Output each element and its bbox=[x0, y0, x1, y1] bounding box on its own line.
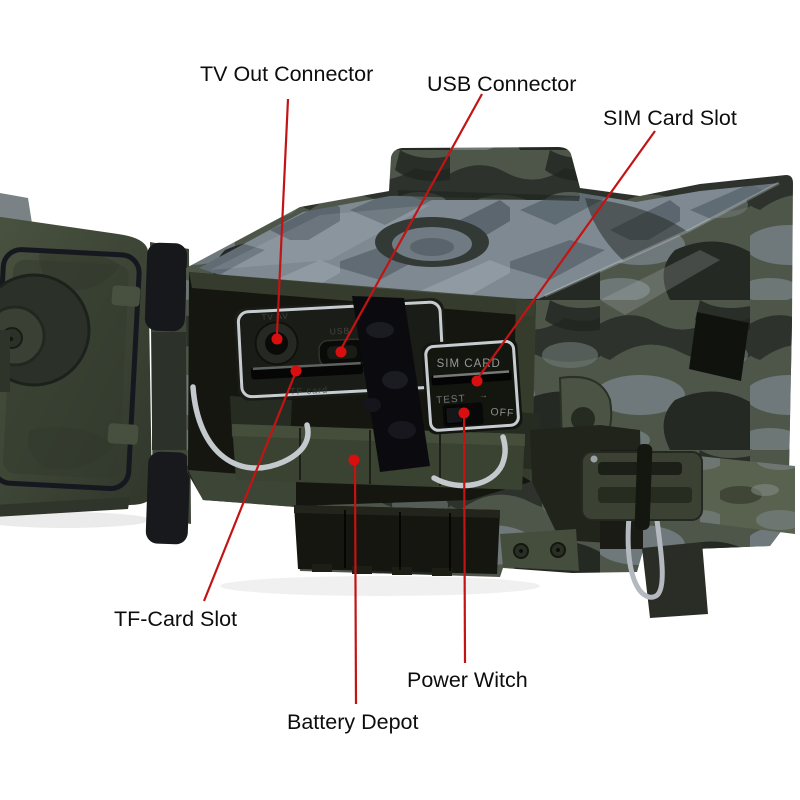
buckle-screw bbox=[590, 455, 598, 463]
door-gasket-seal bbox=[0, 247, 142, 492]
usb-port-marking: USB bbox=[330, 325, 351, 336]
callout-line-battery bbox=[353, 463, 358, 705]
door-latch-tab-bottom bbox=[107, 423, 139, 445]
switch-arrow-marking: → bbox=[478, 390, 489, 401]
strap-assembly bbox=[581, 443, 795, 618]
battery-holder-tooth bbox=[352, 566, 372, 574]
right-face-streak bbox=[600, 250, 720, 315]
velcro-texture bbox=[382, 371, 408, 389]
label-usb-connector: USB Connector bbox=[427, 72, 576, 96]
sim-card-slot-edge bbox=[433, 370, 510, 379]
strap-wire-loop bbox=[625, 502, 665, 600]
callout-labels: TV Out Connector USB Connector SIM Card … bbox=[113, 61, 738, 736]
right-face-latch-hole bbox=[689, 312, 749, 381]
sim-card-marking: SIM CARD bbox=[437, 358, 501, 370]
callout-line-tf bbox=[202, 373, 297, 602]
velcro-texture bbox=[366, 322, 394, 338]
tv-jack-marking: TV AV bbox=[261, 312, 289, 322]
retainer-wire-right bbox=[431, 434, 508, 489]
top-face-sheen bbox=[210, 205, 430, 270]
door-hinge bbox=[144, 242, 191, 545]
shadow-under-door bbox=[0, 512, 150, 528]
strap-band bbox=[698, 456, 795, 534]
top-tab bbox=[396, 149, 580, 200]
tripod-mount-hole bbox=[410, 238, 454, 256]
hinge-middle bbox=[152, 332, 186, 450]
foot-screw-center bbox=[519, 549, 523, 553]
camera-door bbox=[0, 193, 152, 517]
callout-line-power bbox=[462, 416, 467, 664]
tf-slot-marking: TF card bbox=[290, 385, 328, 397]
door-left-tab bbox=[0, 330, 10, 392]
callout-lines bbox=[202, 93, 656, 705]
label-sim-card-slot: SIM Card Slot bbox=[603, 106, 737, 130]
label-tv-out-connector: TV Out Connector bbox=[200, 62, 373, 86]
sim-wire-frame bbox=[424, 339, 520, 432]
callout-line-sim bbox=[477, 130, 656, 379]
door-bottom-lip bbox=[0, 497, 130, 517]
body-corner-bevel bbox=[544, 181, 780, 298]
shadow-under-body bbox=[220, 576, 540, 596]
sim-panel: SIM CARD TEST → OFF bbox=[421, 337, 523, 435]
compartment-top-lip bbox=[189, 272, 536, 316]
velcro-texture bbox=[363, 398, 381, 412]
label-battery-depot: Battery Depot bbox=[287, 710, 418, 734]
top-tab-shadow bbox=[398, 190, 580, 201]
hinge-barrel-bottom bbox=[145, 451, 191, 545]
retainer-wire-left bbox=[190, 384, 311, 471]
callout-line-usb bbox=[340, 93, 483, 350]
switch-test-marking: TEST bbox=[436, 393, 466, 406]
hinge-barrel-top bbox=[144, 242, 188, 332]
label-tf-card-slot: TF-Card Slot bbox=[114, 607, 237, 631]
foot-screw-center bbox=[556, 548, 560, 552]
tf-card-slot-edge bbox=[252, 361, 361, 371]
callout-dot-tf bbox=[290, 365, 302, 377]
buckle-pin bbox=[634, 443, 653, 531]
callout-dot-tv-out bbox=[271, 333, 283, 345]
velcro-strap bbox=[352, 296, 430, 472]
callout-line-tv-out bbox=[275, 98, 290, 335]
callout-dot-power bbox=[458, 407, 470, 419]
callout-dot-usb bbox=[335, 346, 347, 358]
velcro-texture bbox=[388, 421, 416, 439]
sim-card-slot bbox=[431, 370, 512, 386]
battery-holder-tooth bbox=[392, 567, 412, 575]
screw-foot bbox=[500, 529, 579, 571]
callout-dot-sim bbox=[471, 375, 483, 387]
side-tab-hole bbox=[571, 407, 595, 431]
door-latch-tab-top bbox=[111, 285, 141, 307]
callout-dot-battery bbox=[348, 454, 360, 466]
battery-holder-lip bbox=[294, 505, 500, 518]
battery-holder-tooth bbox=[312, 564, 332, 572]
switch-off-marking: OFF bbox=[490, 406, 515, 420]
battery-holder-tooth bbox=[432, 568, 452, 576]
strap-tail bbox=[642, 542, 708, 618]
label-power-witch: Power Witch bbox=[407, 668, 528, 692]
